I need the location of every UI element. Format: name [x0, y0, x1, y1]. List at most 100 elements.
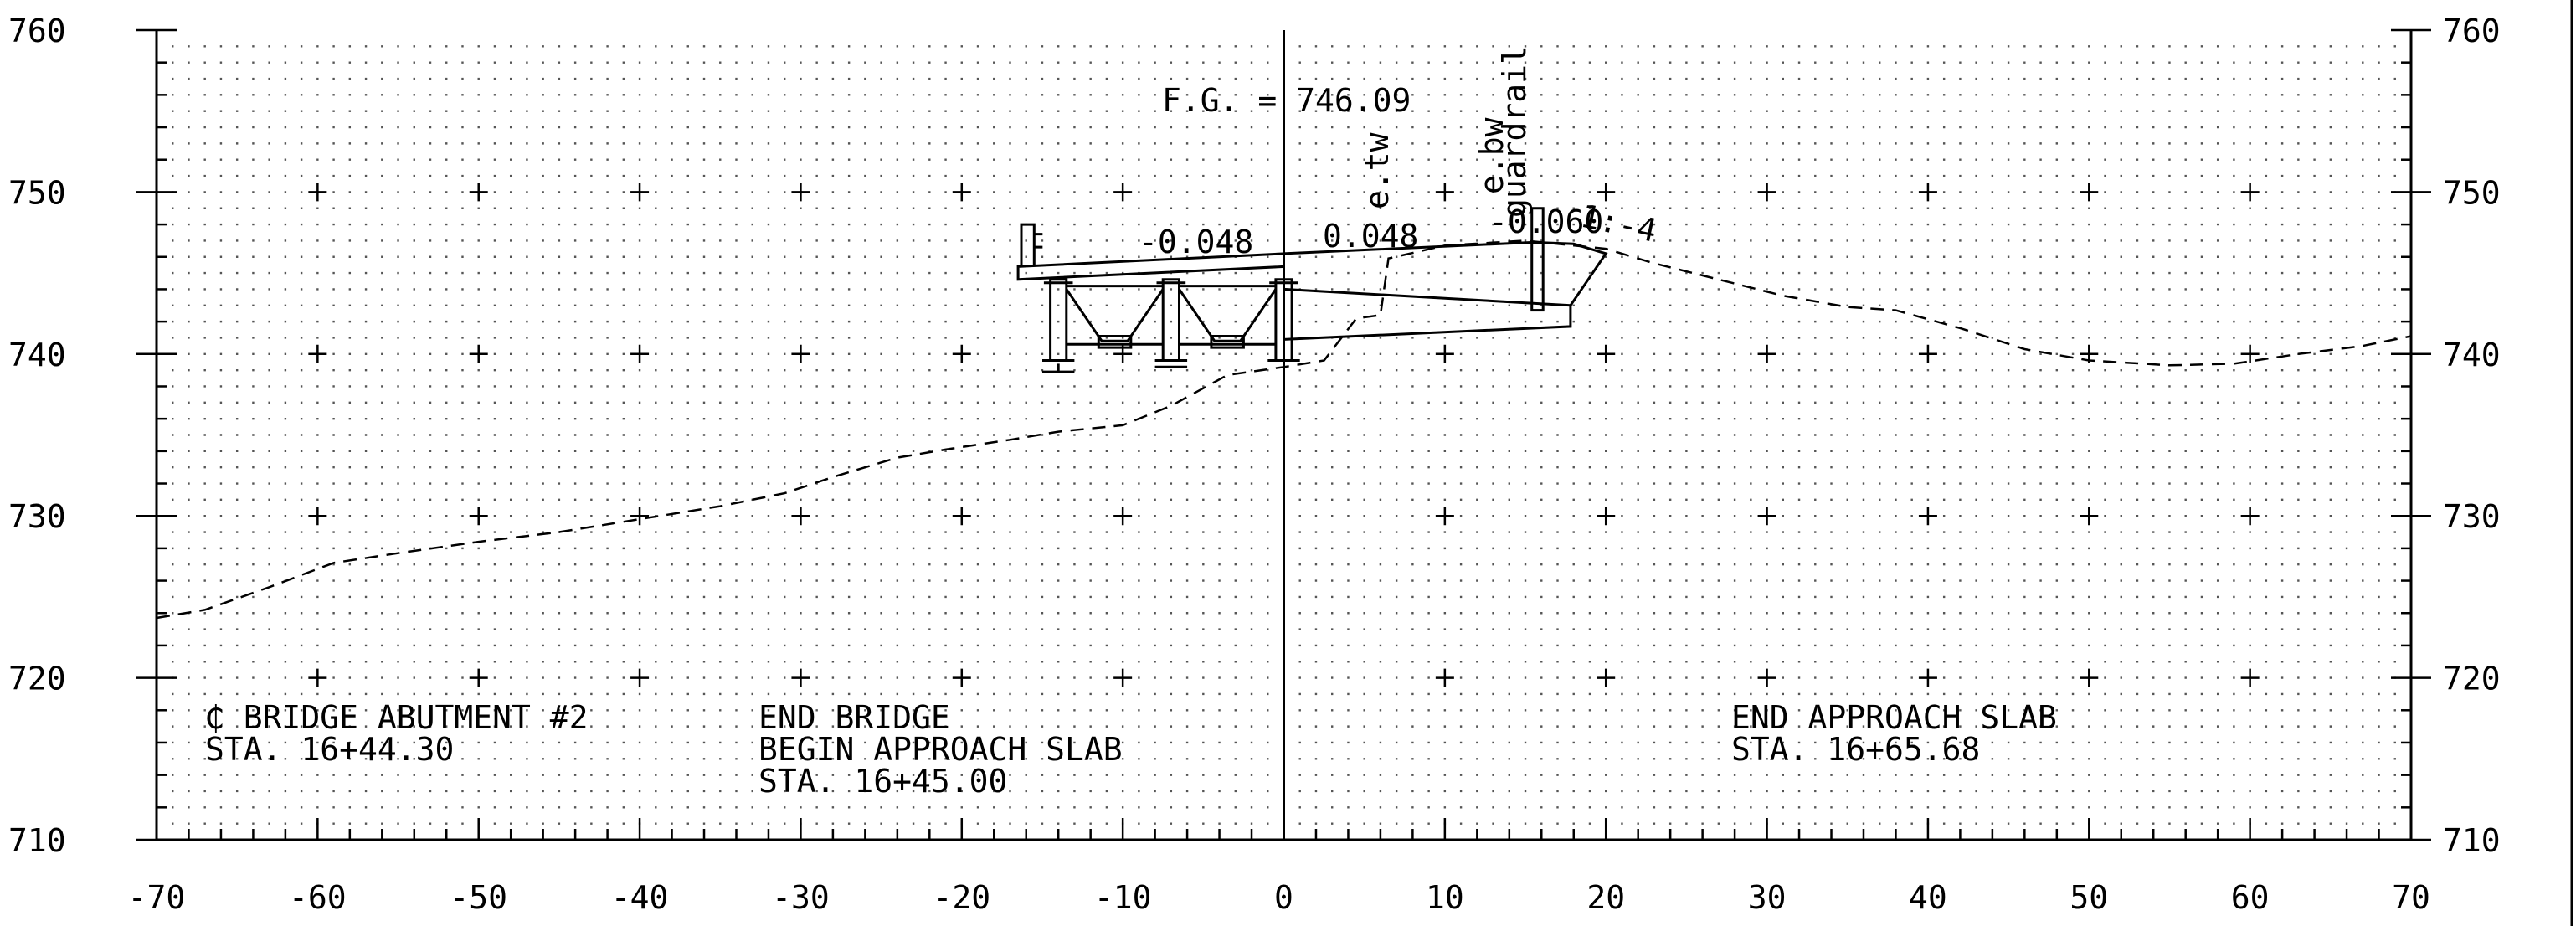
grid-cross	[630, 507, 650, 526]
grid-cross	[791, 507, 810, 526]
end-slab-note-line1: END APPROACH SLAB	[1731, 699, 2057, 736]
grid-cross	[1918, 344, 1937, 363]
end-bridge-note-line3: STA. 16+45.00	[758, 763, 1007, 800]
x-tick-label: 50	[2070, 879, 2108, 916]
grid-dots	[172, 45, 2396, 825]
grid-cross	[1757, 344, 1776, 363]
x-tick-label: 40	[1909, 879, 1947, 916]
grid-cross	[952, 507, 971, 526]
grid-cross	[791, 344, 810, 363]
grid-cross	[1918, 507, 1937, 526]
grid-cross	[1597, 507, 1616, 526]
grid-cross	[630, 344, 650, 363]
grid-cross	[1918, 668, 1937, 687]
grid-cross	[2080, 183, 2099, 202]
existing-ground-line	[156, 239, 2412, 620]
end-bridge-note-line1: END BRIDGE	[758, 699, 950, 736]
x-tick-label: 10	[1426, 879, 1464, 916]
grid-cross	[2240, 668, 2260, 687]
x-tick-label: -10	[1094, 879, 1152, 916]
gusset-plate	[1097, 335, 1133, 349]
grid-cross	[308, 183, 327, 202]
grid-cross	[1757, 507, 1776, 526]
grid-cross	[1918, 183, 1937, 202]
grid-cross	[1597, 668, 1616, 687]
abutment-note-line1: ₵ BRIDGE ABUTMENT #2	[205, 699, 589, 736]
y-axis-left-tick-labels: 710 720 730 740 750 760	[8, 13, 66, 859]
end-slab-note-line2: STA. 16+65.68	[1731, 731, 1980, 768]
guardrail-label: guardrail	[1496, 45, 1533, 218]
cross-section-annotations: F.G. = 746.09 -0.048 0.048 -0.060 1:-4 e…	[1139, 45, 1660, 260]
edge-travel-way-label: e.tw	[1359, 132, 1396, 209]
x-tick-label: 70	[2392, 879, 2430, 916]
grid-cross	[1113, 668, 1133, 687]
x-tick-label: -70	[128, 879, 186, 916]
grid-cross	[1435, 183, 1454, 202]
y-tick-label-left: 720	[8, 661, 66, 697]
edge-bituminous-label: e.bw	[1473, 117, 1510, 194]
y-tick-label-left: 710	[8, 822, 66, 859]
grid-cross	[308, 668, 327, 687]
finished-grade-label: F.G. = 746.09	[1162, 82, 1411, 119]
grid-cross	[952, 344, 971, 363]
slope-right-label: 0.048	[1323, 218, 1418, 255]
grid-cross	[469, 183, 488, 202]
grid-dot-field	[172, 45, 2396, 825]
x-tick-label: -20	[933, 879, 990, 916]
guardrail-post	[1530, 207, 1545, 312]
grid-cross	[791, 668, 810, 687]
grid-cross	[2240, 183, 2260, 202]
grid-cross	[1757, 183, 1776, 202]
grid-cross	[1435, 344, 1454, 363]
grid-cross	[952, 183, 971, 202]
girder	[1161, 278, 1180, 362]
x-tick-label: -30	[772, 879, 830, 916]
bridge-structure	[1016, 207, 1608, 373]
end-bridge-note-line2: BEGIN APPROACH SLAB	[758, 731, 1123, 768]
parapet-rails	[1034, 233, 1043, 249]
cross-frame-v	[1065, 288, 1165, 342]
y-tick-label-right: 730	[2443, 498, 2501, 535]
x-tick-label: 0	[1274, 879, 1293, 916]
grid-cross	[308, 344, 327, 363]
grid-cross	[2080, 668, 2099, 687]
grid-crosses	[308, 183, 2260, 687]
y-tick-label-right: 760	[2443, 13, 2501, 49]
x-tick-label: 20	[1586, 879, 1625, 916]
grid-cross	[791, 183, 810, 202]
grid-cross	[1435, 668, 1454, 687]
grid-cross	[469, 507, 488, 526]
y-tick-label-left: 730	[8, 498, 66, 535]
station-notes: ₵ BRIDGE ABUTMENT #2 STA. 16+44.30 END B…	[205, 699, 2057, 800]
y-tick-label-left: 760	[8, 13, 66, 49]
slope-left-label: -0.048	[1139, 224, 1253, 260]
bridge-parapet	[1020, 223, 1036, 267]
grid-cross	[1757, 668, 1776, 687]
slope-shoulder-label: -0.060	[1489, 203, 1603, 240]
x-tick-label: 60	[2231, 879, 2270, 916]
grid-cross	[1597, 344, 1616, 363]
grid-cross	[630, 183, 650, 202]
x-tick-label: 30	[1748, 879, 1787, 916]
y-tick-label-left: 740	[8, 337, 66, 373]
y-tick-label-left: 750	[8, 174, 66, 211]
grid-cross	[630, 668, 650, 687]
grid-cross	[2240, 344, 2260, 363]
y-tick-label-right: 740	[2443, 337, 2501, 373]
grid-cross	[1113, 507, 1133, 526]
x-tick-label: -60	[289, 879, 347, 916]
y-tick-label-right: 720	[2443, 661, 2501, 697]
approach-slab-subbase-top	[1283, 287, 1571, 307]
abutment-note-line2: STA. 16+44.30	[205, 731, 454, 768]
approach-slab-outline	[1283, 240, 1608, 341]
cross-frame-v	[1178, 288, 1278, 342]
grid-cross	[1113, 183, 1133, 202]
grid-cross	[308, 507, 327, 526]
grid-cross	[1435, 507, 1454, 526]
y-tick-label-right: 710	[2443, 822, 2501, 859]
grid-cross	[1597, 183, 1616, 202]
grid-cross	[952, 668, 971, 687]
